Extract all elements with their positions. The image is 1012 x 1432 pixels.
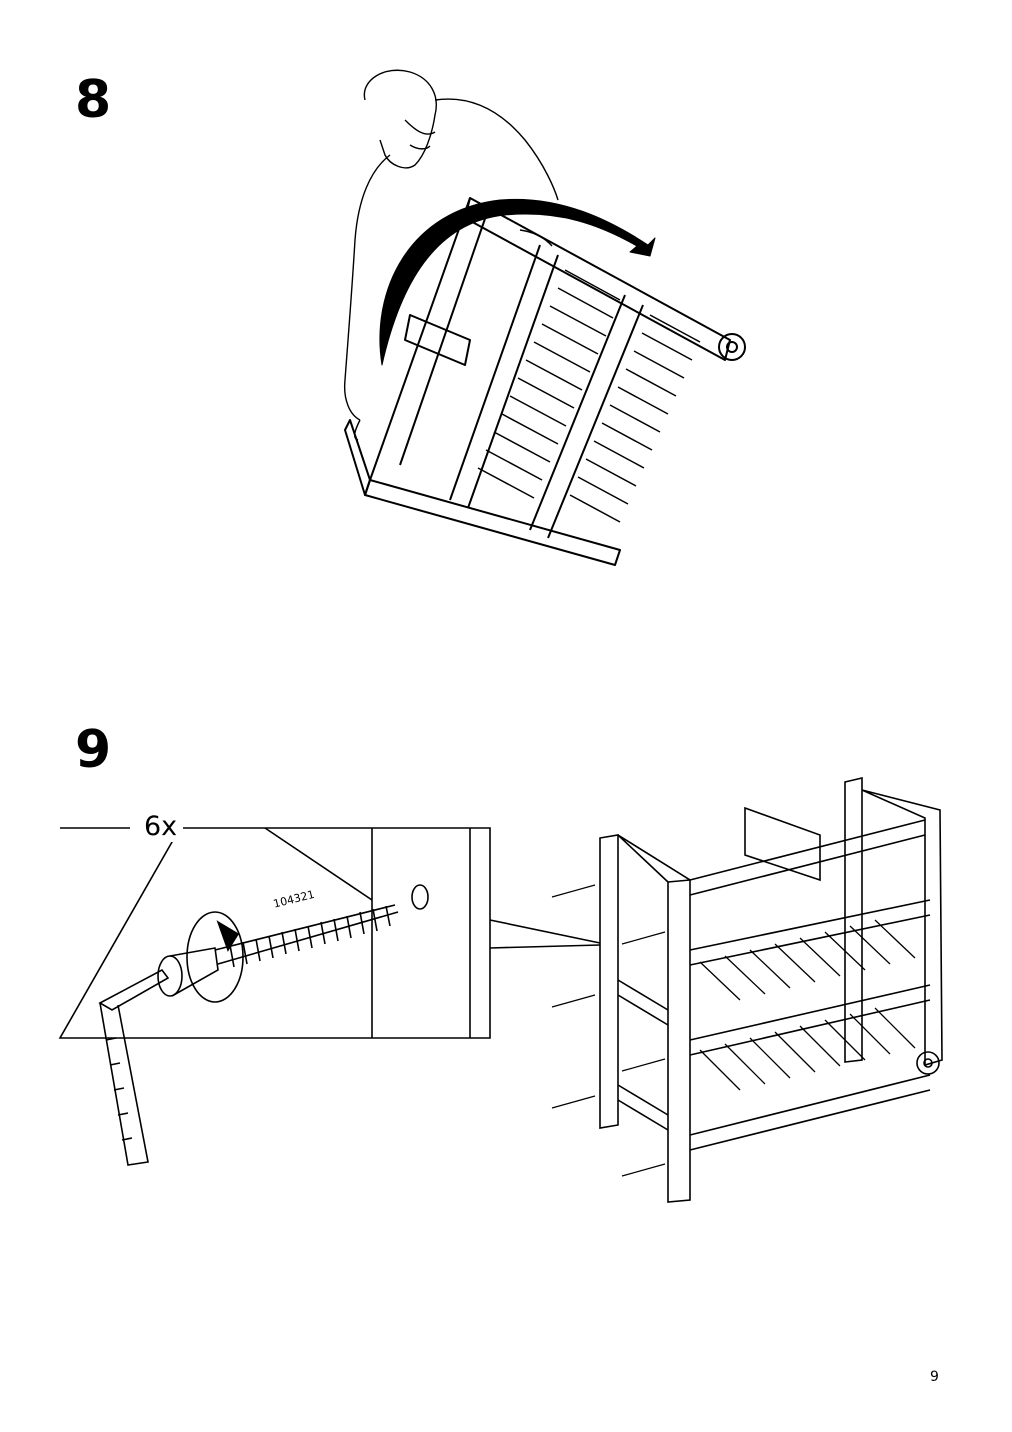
cart-assembly-icon [551,776,943,1203]
step-8-illustration [343,69,746,566]
person-icon [343,69,559,441]
cart-frame-icon [344,197,731,566]
rotate-arrow-icon [379,198,656,366]
screw-icon [157,904,399,997]
step-9-number: 9 [75,720,112,780]
turn-arrow-icon [186,911,244,1003]
wheel-icon [718,333,746,361]
hole-icon [411,884,429,910]
allen-key-icon [98,968,170,1166]
step-8-number: 8 [75,70,112,130]
page-number: 9 [930,1369,939,1385]
quantity-label: 6x [138,812,184,842]
